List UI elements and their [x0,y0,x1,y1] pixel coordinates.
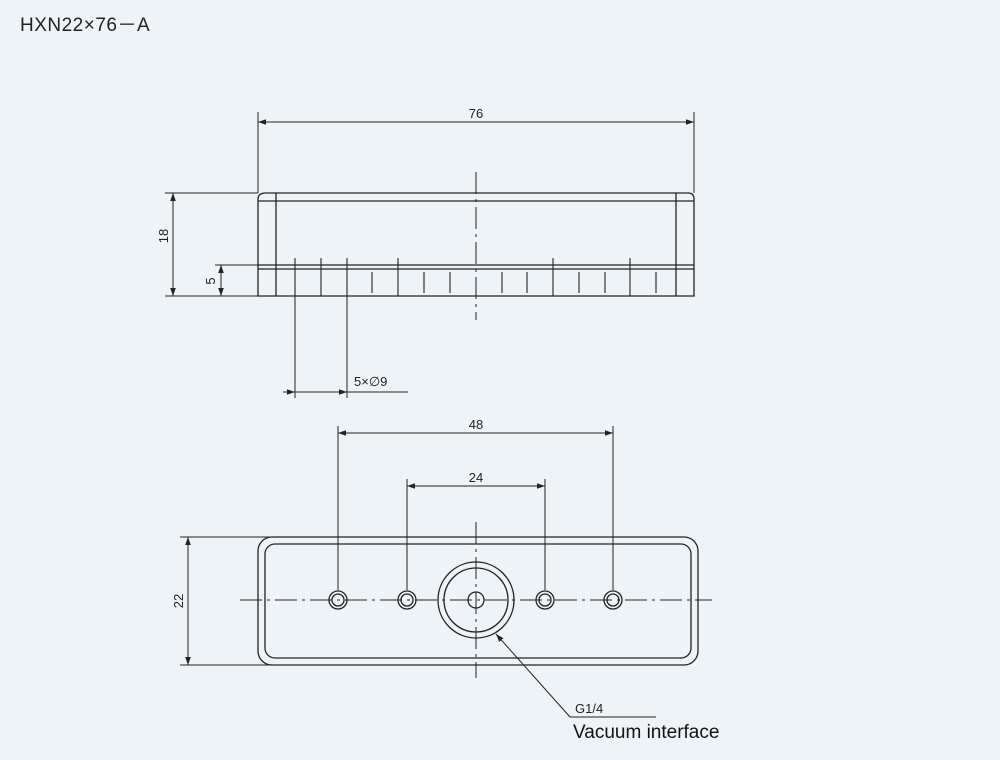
holes-label: 5×∅9 [354,374,387,389]
hole-inner-right-inner [538,593,552,607]
hole-outer-right [603,590,623,610]
drawing-title: HXN22×76－A [20,15,151,36]
side-dimensions [165,112,695,398]
side-hole-lines [294,258,657,296]
dim-22-label: 22 [171,594,186,608]
vacuum-port-hole [467,591,485,609]
side-view [257,172,695,320]
dim-24-label: 24 [469,470,483,485]
plate-inner-outline [264,543,692,659]
hole-outer-right-inner [606,593,620,607]
top-view [240,522,712,678]
port-note: Vacuum interface [573,722,719,743]
hole-inner-left [397,590,417,610]
vacuum-port-inner [443,567,509,633]
dim-18-label: 18 [156,229,171,243]
plate-outline [257,536,699,666]
dim-48-label: 48 [469,417,483,432]
side-body-outline [257,192,695,297]
hole-outer-left [328,590,348,610]
hole-outer-left-inner [331,593,345,607]
port-leader-line [495,633,571,718]
vacuum-port-outer [437,561,515,639]
mounting-holes [328,590,623,610]
hole-inner-left-inner [400,593,414,607]
dim-5-label: 5 [203,277,218,284]
top-dimensions [180,426,656,718]
hole-inner-right [535,590,555,610]
dim-76-label: 76 [469,106,483,121]
port-thread-label: G1/4 [575,701,603,716]
